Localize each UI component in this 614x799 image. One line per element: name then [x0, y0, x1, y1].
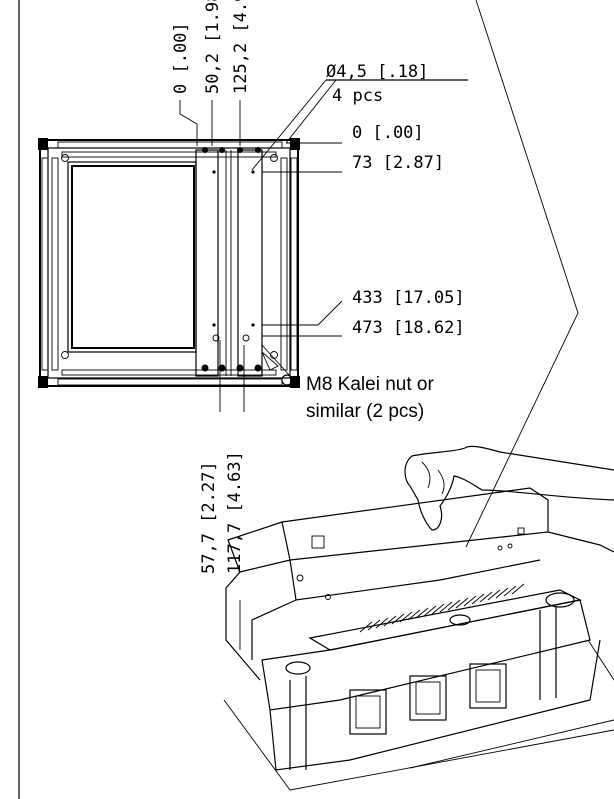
detail-callout-line [465, 0, 579, 548]
frame-inner [47, 147, 291, 379]
dim-top-125: 125,2 [4.93] [231, 0, 251, 94]
dim-top-zero: 0 [.00] [171, 22, 191, 94]
corner-bl [38, 376, 48, 388]
dim-right-433: 433 [17.05] [352, 288, 465, 308]
hole-quantity-label: 4 pcs [332, 86, 383, 106]
dim-bottom-57: 57,7 [2.27] [199, 461, 219, 574]
rail-left [195, 149, 219, 377]
detail-link-line [285, 79, 337, 144]
rail-right [237, 149, 263, 377]
mounting-frame [38, 138, 300, 388]
nut-note-line2: similar (2 pcs) [306, 401, 424, 422]
hole-diameter-label: Ø4,5 [.18] [326, 62, 428, 82]
dim-bottom-117: 117,7 [4.63] [225, 451, 245, 574]
corner-tl [38, 138, 48, 150]
leader-right-433 [262, 300, 343, 326]
dim-right-473: 473 [18.62] [352, 318, 465, 338]
corner-br [290, 376, 300, 388]
mounting-plate-outer [67, 161, 197, 353]
mounting-plate [71, 165, 195, 349]
corner-tr [290, 138, 300, 150]
dim-right-73: 73 [2.87] [352, 153, 444, 173]
frame-outer [39, 139, 299, 387]
hole-callout-leader [251, 79, 327, 171]
cabinet-installation-illustration [223, 445, 614, 791]
nut-note-leader [261, 344, 291, 377]
dim-right-zero: 0 [.00] [352, 123, 424, 143]
dim-top-50: 50,2 [1.98] [203, 0, 223, 94]
nut-note-line1: M8 Kalei nut or [306, 374, 434, 395]
leader-top-zero [179, 100, 198, 146]
